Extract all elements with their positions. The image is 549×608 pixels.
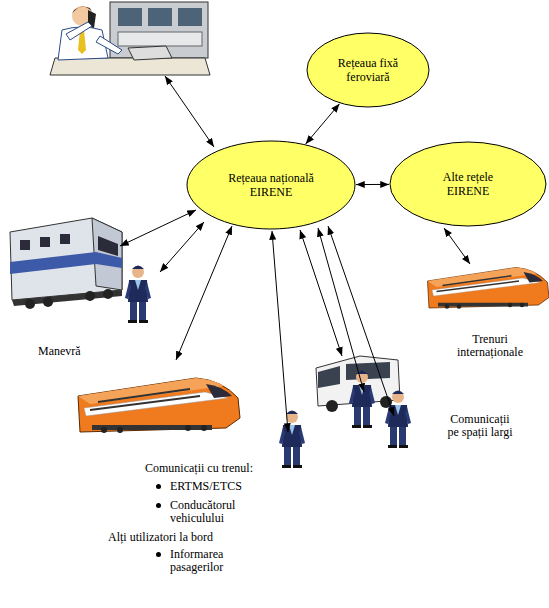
list-bullet bbox=[156, 484, 161, 489]
text-label: Informarea pasagerilor bbox=[170, 548, 235, 574]
list-bullet bbox=[156, 552, 161, 557]
ellipse-shape bbox=[187, 141, 355, 229]
node-text-holder: Rețeaua fixă feroviară bbox=[306, 32, 430, 108]
international-train bbox=[428, 268, 549, 309]
network-ellipse: Rețeaua națională EIRENE bbox=[186, 140, 356, 230]
node-label: Alte rețele EIRENE bbox=[428, 170, 508, 198]
list-bullet bbox=[156, 503, 161, 508]
node-text-holder: Alte rețele EIRENE bbox=[389, 141, 547, 227]
ellipse-shape bbox=[307, 33, 429, 107]
text-label: Conducătorul vehiculului bbox=[170, 499, 242, 525]
shunting-locomotive bbox=[10, 218, 122, 309]
node-label: Rețeaua națională EIRENE bbox=[216, 171, 326, 199]
link-arrows bbox=[120, 76, 470, 432]
field-worker bbox=[279, 411, 305, 469]
dispatcher-clipart bbox=[50, 2, 210, 75]
field-worker bbox=[349, 371, 375, 429]
text-label: ERTMS/ETCS bbox=[170, 480, 270, 493]
train-onboard bbox=[78, 378, 240, 433]
field-worker bbox=[385, 391, 411, 449]
connector-arrow bbox=[356, 184, 389, 185]
ellipse-shape bbox=[390, 142, 546, 226]
shunting-worker bbox=[125, 266, 151, 324]
text-label: Comunicații cu trenul: bbox=[145, 462, 285, 475]
text-label: Alți utilizatori la bord bbox=[108, 531, 258, 544]
connector-arrow bbox=[306, 104, 340, 144]
text-label: Comunicații pe spații largi bbox=[444, 413, 516, 439]
text-label: Trenuri internaționale bbox=[450, 333, 530, 359]
node-label: Rețeaua fixă feroviară bbox=[326, 56, 410, 84]
network-ellipse: Alte rețele EIRENE bbox=[389, 141, 547, 227]
text-label: Manevră bbox=[38, 345, 118, 358]
network-ellipse: Rețeaua fixă feroviară bbox=[306, 32, 430, 108]
node-text-holder: Rețeaua națională EIRENE bbox=[186, 140, 356, 230]
